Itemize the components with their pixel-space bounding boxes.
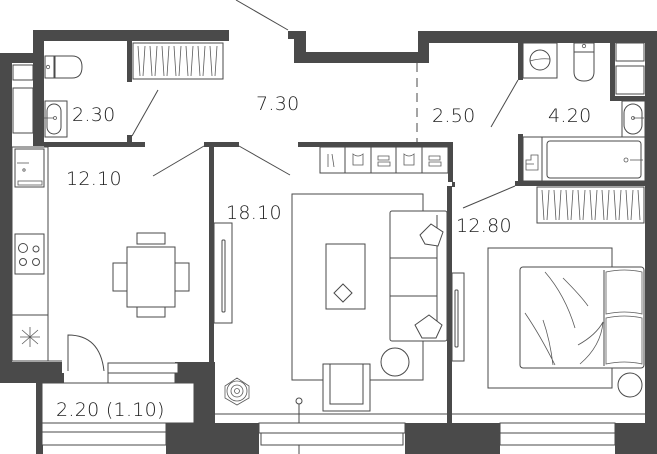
room-area-bathroom-2: 4.20 xyxy=(548,105,592,127)
room-area-kitchen: 12.10 xyxy=(66,168,122,190)
shelf-unit-icon xyxy=(319,146,449,174)
bedroom-window xyxy=(499,422,616,446)
balcony-door-icon xyxy=(67,334,179,384)
room-area-hallway: 7.30 xyxy=(256,93,300,115)
entrance-door-swing xyxy=(235,0,289,31)
side-table-icon xyxy=(380,347,410,377)
toilet-icon xyxy=(44,55,83,79)
room-area-bedroom: 12.80 xyxy=(456,215,512,237)
bathtub-icon xyxy=(522,136,646,182)
wardrobe-icon xyxy=(132,42,224,80)
coffee-table-icon xyxy=(325,243,366,310)
plant-icon xyxy=(224,377,250,406)
living-window xyxy=(258,422,406,446)
tv-unit-icon xyxy=(213,222,233,324)
kitchen-sink-icon xyxy=(20,327,40,347)
door-swing-bathroom-1 xyxy=(131,89,159,137)
niches-bathroom-2 xyxy=(615,42,645,95)
fridge-icon xyxy=(14,148,45,188)
door-swing-bedroom xyxy=(462,185,516,209)
room-area-hall-2: 2.50 xyxy=(432,105,476,127)
sofa-icon xyxy=(389,210,448,342)
walls xyxy=(0,30,657,454)
door-swing-kitchen xyxy=(152,145,205,177)
stove-icon xyxy=(14,233,45,275)
room-outlines xyxy=(12,147,645,415)
bedroom-tv-icon xyxy=(451,272,465,362)
storage-niches xyxy=(12,64,34,134)
balcony xyxy=(41,382,195,446)
room-area-balcony: 2.20 (1.10) xyxy=(56,399,165,421)
washing-machine-icon xyxy=(522,42,558,79)
dining-table-icon xyxy=(112,232,190,318)
toilet-icon-2 xyxy=(573,42,595,82)
armchair-icon xyxy=(322,363,371,412)
sink-icon-2 xyxy=(621,100,646,138)
bed-icon xyxy=(519,266,645,369)
room-area-living-room: 18.10 xyxy=(226,202,282,224)
room-area-bathroom-1: 2.30 xyxy=(72,104,116,126)
door-swing-bathroom-2 xyxy=(490,79,519,128)
door-swing-living xyxy=(238,145,291,176)
sink-icon xyxy=(44,100,68,138)
nightstand-icon xyxy=(617,372,643,398)
bedroom-wardrobe-icon xyxy=(536,186,645,224)
